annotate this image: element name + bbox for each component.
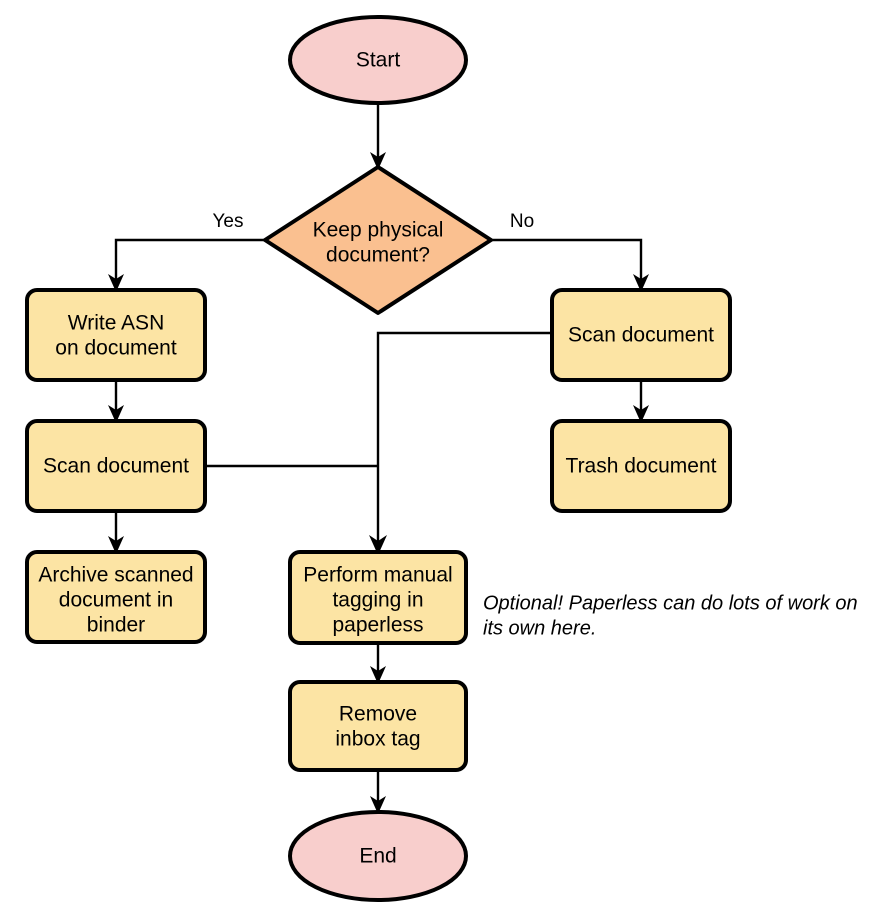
node-decision-keep-physical-document[interactable]: Keep physical document? [263, 165, 493, 315]
node-remove-inbox-tag[interactable]: Remove inbox tag [288, 680, 468, 772]
node-end[interactable]: End [288, 810, 468, 902]
edge-start-to-decision [370, 103, 386, 170]
node-scan-document-left[interactable]: Scan document [25, 419, 207, 513]
end-ellipse[interactable] [288, 810, 468, 902]
start-ellipse[interactable] [288, 15, 468, 105]
edge-label-no: No [510, 211, 534, 232]
node-start[interactable]: Start [288, 15, 468, 105]
optional-note-line2: its own here. [483, 617, 596, 639]
node-trash-document[interactable]: Trash document [550, 419, 732, 513]
scan-document-left-label: Scan document [43, 455, 189, 478]
tagging-label-line1: Perform manual [303, 564, 452, 587]
tagging-label-line2: tagging in [332, 589, 423, 612]
edge-scan-left-to-archive [108, 511, 124, 554]
edge-decision-yes-to-write-asn [108, 238, 265, 292]
archive-label-line1: Archive scanned [38, 564, 193, 587]
edge-tagging-to-remove-inbox [370, 643, 386, 684]
edge-scan-right-to-tagging [369, 331, 552, 555]
edge-scan-right-to-trash [633, 380, 649, 423]
write-asn-box[interactable] [25, 288, 207, 382]
remove-inbox-box[interactable] [288, 680, 468, 772]
trash-document-box[interactable] [550, 419, 732, 513]
start-label: Start [356, 49, 401, 72]
edge-write-asn-to-scan-left [108, 380, 124, 423]
decision-label-line1: Keep physical [313, 219, 444, 242]
node-perform-manual-tagging[interactable]: Perform manual tagging in paperless [288, 550, 468, 645]
node-write-asn-on-document[interactable]: Write ASN on document [25, 288, 207, 382]
decision-label-line2: document? [326, 244, 430, 267]
archive-box[interactable] [25, 550, 207, 644]
archive-label-line2: document in [59, 589, 173, 612]
edge-label-yes: Yes [213, 211, 244, 232]
scan-document-left-box[interactable] [25, 419, 207, 513]
write-asn-label-line1: Write ASN [68, 312, 164, 335]
scan-document-right-label: Scan document [568, 324, 714, 347]
node-archive-scanned-document[interactable]: Archive scanned document in binder [25, 550, 207, 644]
end-label: End [359, 845, 396, 868]
tagging-box[interactable] [288, 550, 468, 645]
remove-inbox-label-line1: Remove [339, 703, 417, 726]
trash-document-label: Trash document [566, 455, 717, 478]
archive-label-line3: binder [87, 614, 145, 637]
tagging-label-line3: paperless [332, 614, 423, 637]
node-scan-document-right[interactable]: Scan document [550, 288, 732, 382]
remove-inbox-label-line2: inbox tag [335, 728, 420, 751]
annotation-optional-note: Optional! Paperless can do lots of work … [483, 592, 858, 639]
optional-note-line1: Optional! Paperless can do lots of work … [483, 592, 858, 614]
edge-decision-no-to-scan-right [491, 238, 649, 292]
scan-document-right-box[interactable] [550, 288, 732, 382]
write-asn-label-line2: on document [55, 337, 177, 360]
decision-diamond[interactable] [263, 165, 493, 315]
edge-remove-inbox-to-end [370, 770, 386, 814]
